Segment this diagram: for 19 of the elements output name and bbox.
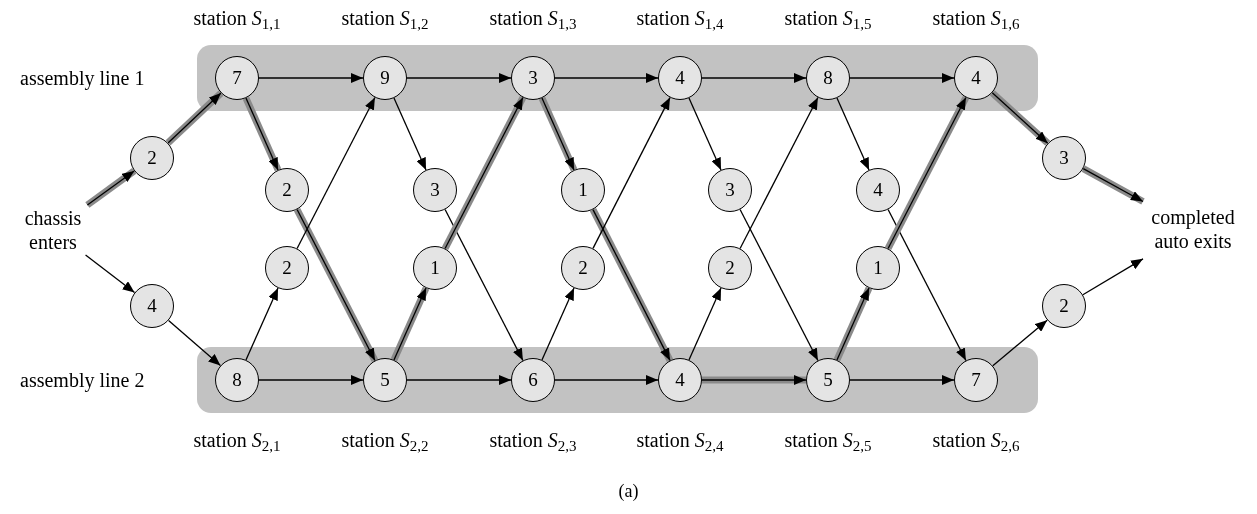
station-label: station S$_{1,4}$	[636, 6, 724, 30]
assembly-line-band	[20, 347, 1038, 413]
station-label: station S$_{2,2}$	[341, 428, 429, 452]
station-label: station S$_{1,5}$	[784, 6, 872, 30]
station-label: station S$_{1,2}$	[341, 6, 429, 30]
station-label: station S$_{2,3}$	[489, 428, 577, 452]
station-label: station S$_{2,6}$	[932, 428, 1020, 452]
band-label: assembly line 2	[20, 368, 145, 393]
station-label: station S$_{2,4}$	[636, 428, 724, 452]
flow-text: completed auto exits	[1143, 192, 1243, 266]
band-label: assembly line 1	[20, 66, 145, 91]
station-label: station S$_{1,1}$	[193, 6, 281, 30]
station-label: station S$_{1,6}$	[932, 6, 1020, 30]
station-label: station S$_{2,1}$	[193, 428, 281, 452]
station-label: station S$_{2,5}$	[784, 428, 872, 452]
assembly-line-band	[20, 45, 1038, 111]
flow-text: chassis enters	[10, 205, 96, 255]
caption: (a)	[617, 480, 640, 503]
station-label: station S$_{1,3}$	[489, 6, 577, 30]
